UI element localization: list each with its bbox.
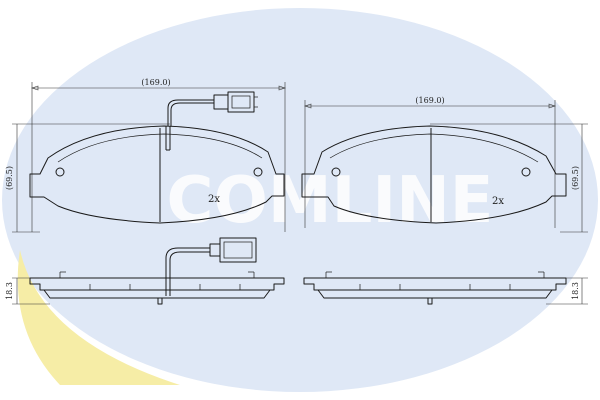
right-front-view: (169.0) (69.5) 2x: [301, 96, 588, 233]
left-thickness-label: 18.3: [5, 282, 14, 300]
watermark-brand-text: COMLINE: [167, 164, 494, 238]
left-side-friction: [43, 289, 271, 299]
left-pad-outline: [29, 125, 285, 224]
left-quantity-label: 2x: [208, 194, 220, 205]
right-height-label: (69.5): [571, 166, 580, 190]
left-side-sensor-cable: [165, 247, 210, 296]
left-wear-sensor-cable: [167, 99, 214, 126]
left-side-backplate: [29, 277, 285, 291]
left-side-view: 18.3: [5, 237, 285, 305]
left-pad-hole-2: [253, 167, 263, 177]
left-width-label: (169.0): [141, 78, 170, 87]
right-width-label: (169.0): [415, 96, 444, 105]
right-side-view: 18.3: [303, 271, 588, 305]
right-side-backplate: [303, 277, 567, 291]
brand-watermark: COMLINE: [2, 8, 598, 392]
watermark-ellipse: [2, 8, 598, 392]
left-front-view: (169.0) (69.5) 2x: [5, 78, 286, 233]
right-thickness-label: 18.3: [571, 282, 580, 300]
right-quantity-label: 2x: [492, 196, 504, 207]
right-pad-hole-1: [331, 167, 341, 177]
right-pad-outline: [301, 125, 567, 224]
watermark-accent: [17, 250, 180, 385]
right-pad-hole-2: [521, 167, 531, 177]
left-pad-hole-1: [55, 167, 65, 177]
left-height-label: (69.5): [5, 166, 14, 190]
right-side-friction: [317, 289, 553, 299]
